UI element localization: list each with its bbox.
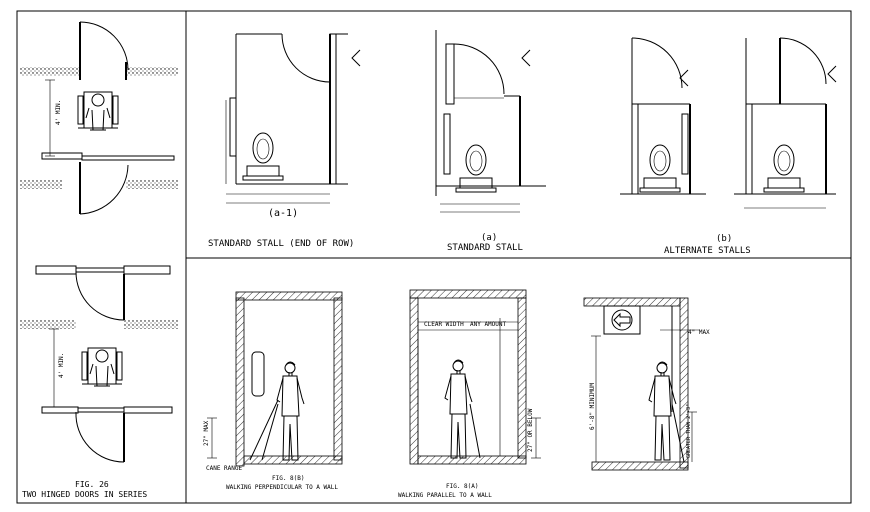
stall-a1-caption: STANDARD STALL (END OF ROW)	[208, 239, 354, 249]
arrow-sign-icon	[611, 309, 633, 331]
stall-a1-letter: (a-1)	[268, 208, 298, 219]
fig26-number: FIG. 26	[75, 480, 109, 489]
fig26-dim-top: 4' MIN.	[55, 100, 62, 125]
protruding-dim-top: 4" MAX	[688, 329, 710, 336]
cane-user-icon	[444, 359, 473, 459]
stall-a-caption: STANDARD STALL	[447, 243, 523, 253]
cane-range-label: CANE RANGE	[206, 465, 243, 472]
fig8a-caption: WALKING PARALLEL TO A WALL	[398, 492, 492, 499]
fig26-caption: TWO HINGED DOORS IN SERIES	[22, 490, 147, 499]
toilet-icon	[763, 144, 805, 193]
fig8a-number: FIG. 8(A)	[446, 483, 479, 490]
cane-parallel: CLEAR WIDTH ANY AMOUNT 27" OR BELOW FIG.…	[398, 289, 541, 499]
toilet-icon	[639, 144, 681, 193]
cane-perp-dim: 27" MAX	[203, 420, 210, 446]
fig26-dim-bottom: 4' MIN.	[58, 353, 65, 378]
protruding-dim-height: 6'-8" MINIMUM	[589, 383, 596, 430]
fig8b-number: FIG. 8(B)	[272, 475, 305, 482]
wheelchair-user-icon	[77, 91, 119, 131]
sheet-frame	[16, 10, 852, 504]
clear-width-label: CLEAR WIDTH	[424, 321, 464, 328]
fig26-two-doors: 4' MIN. 4' MIN. FIG. 26 TWO HINGED DOORS…	[20, 21, 178, 499]
protruding-dim-low: GREATER THAN 2'-3"	[686, 404, 692, 458]
toilet-icon	[242, 132, 284, 181]
stall-a-letter: (a)	[481, 233, 497, 243]
stall-standard: (a) STANDARD STALL	[435, 30, 546, 253]
fig8b-caption: WALKING PERPENDICULAR TO A WALL	[226, 484, 338, 491]
cane-par-dim: 27" OR BELOW	[527, 408, 534, 452]
wheelchair-user-icon	[81, 347, 123, 387]
cane-protruding: 4" MAX 6'-8" MINIMUM GREATER THAN 2'-3"	[583, 297, 710, 471]
toilet-icon	[455, 144, 497, 193]
stall-end-of-row: (a-1) STANDARD STALL (END OF ROW)	[208, 33, 361, 249]
cane-perpendicular: 27" MAX CANE RANGE FIG. 8(B) WALKING PER…	[203, 291, 343, 491]
stalls-alternate: (b) ALTERNATE STALLS	[620, 37, 837, 256]
any-amount-label: ANY AMOUNT	[470, 321, 507, 328]
stalls-b-letter: (b)	[716, 234, 732, 244]
stalls-b-caption: ALTERNATE STALLS	[664, 246, 751, 256]
cane-user-icon	[276, 361, 305, 461]
